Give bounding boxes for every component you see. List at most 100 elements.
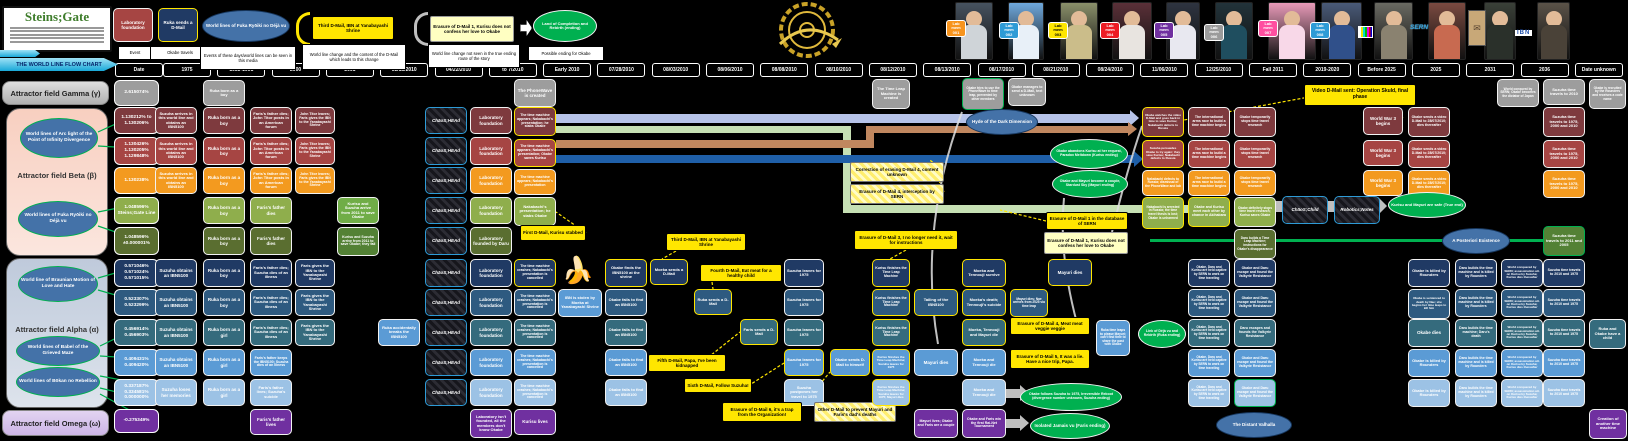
event-node: The international arms race to build a t… (1188, 140, 1230, 168)
event-node: Ruka born as a boy (203, 80, 245, 106)
event-node: Laboratory isn't founded, all the member… (470, 409, 512, 438)
event-node: Mayuri dies; Nae arrives from 2025 via t… (1010, 289, 1048, 317)
ending-ellipse: Okabe follows Suzuha to 1975, Irreversib… (1020, 383, 1122, 411)
event-node: Faris's father lives (250, 409, 292, 435)
column-header: 08/17/2010 (977, 63, 1026, 77)
legend-event-caption: Event (118, 46, 152, 60)
event-node: Suzuha obtains an IBN5100 (155, 349, 197, 376)
world-line-ellipse-braunian: World line of Braunian Motion of Love an… (18, 266, 98, 302)
event-node: Laboratory foundation (470, 349, 512, 376)
event-node: World conquered by SERN; assassination a… (1501, 319, 1543, 347)
game-title-node: ChäoS;HEAd (425, 107, 467, 134)
event-node: Okabe watches the video D-Mail and goes … (1142, 107, 1184, 137)
event-node: Okabe and Daru escape and found the Valk… (1234, 379, 1276, 407)
event-node: Okabe and Faris win the first Rai-Net To… (962, 409, 1006, 438)
legend-event-box: Laboratory foundation (113, 8, 153, 42)
event-node: Suzuha time travels to 2010 (1543, 79, 1585, 105)
event-node: Okabe is recruited by the Rounders and r… (1589, 79, 1626, 109)
event-node: Suzuha leaves for 1975 (784, 319, 824, 346)
event-node: Suzuha obtains an IBN5100 (155, 259, 197, 287)
portrait-body (1221, 25, 1247, 59)
event-node: Moeka's death; Tennouji's suicide (962, 289, 1006, 316)
ending-ellipse: Okabe and Mayuri become a couple, Stardu… (1052, 170, 1128, 198)
portrait-head (1175, 11, 1191, 27)
divergence-value: 0.523307% 0.523299% (114, 289, 159, 316)
dmail-callout: Erasure of D-Mail 5, It was a lie. Have … (1010, 349, 1090, 369)
banana-image: 🍌 (561, 255, 595, 286)
event-node: Faris's father dies (250, 227, 292, 255)
column-header: 08/03/2010 (651, 63, 700, 77)
portrait-body (1119, 25, 1145, 59)
event-node: Suzuha obtains an IBN5100 (155, 319, 197, 346)
column-header: 08/24/2010 (1086, 63, 1135, 77)
event-node: Kurisu lives (514, 409, 556, 435)
portrait-body (1487, 25, 1513, 59)
column-header: 12/25/2010 (1194, 63, 1243, 77)
event-node: Okabe temporarily stops time travel rese… (1234, 107, 1276, 137)
legend-ending-ellipse: Land of Completion and Rebirth (ending) (533, 10, 597, 42)
dmail-callout: Erasure of D-Mail 3, I no longer need it… (854, 230, 958, 250)
event-node: Moeka and Tennouji die (962, 349, 1006, 376)
logo-title-text: Steins;Gate (24, 9, 90, 24)
column-header: Before 2025 (1357, 63, 1406, 77)
event-node: Daru builds the time machine and is kill… (1455, 289, 1497, 317)
ibn-logo-icon: IBN (1515, 30, 1533, 36)
event-node: Okabe sends a video D-Mail to 28/07/2010… (1408, 140, 1450, 168)
logo-fine-print (10, 26, 104, 29)
event-node: The international arms race to build a t… (1188, 170, 1230, 196)
event-node: Laboratory foundation (470, 107, 512, 134)
event-node: Okabe temporarily stops time travel rese… (1234, 170, 1276, 196)
legend-change-alt-caption: World line change not seen in the true e… (428, 44, 520, 68)
ending-ellipse: Link of Déjà vu and Rebirth (Ruka ending… (1138, 320, 1186, 348)
band-arrowhead (1130, 110, 1139, 126)
world-line-ellipse-dejavu: World lines of Fuka Ryōiki no Déjà vu (18, 201, 98, 237)
event-node: Nakabachi's presentation; he stabs Okabe (514, 197, 556, 226)
portrait-head (966, 11, 982, 27)
game-title-node: ChäoS;HEAd (425, 349, 467, 376)
field-beta-label: Attractor field Beta (β) (17, 171, 97, 180)
event-node: Ruka and Okabe have a child (1589, 319, 1626, 349)
event-node: The time machine appears; Nakabachi's pr… (514, 169, 556, 195)
portrait-head (1124, 11, 1140, 27)
divergence-value: 0.337187% 0.334581% 0.000000% (114, 379, 159, 406)
world-line-band (556, 126, 848, 133)
event-node: Faris's father dies (250, 197, 292, 224)
portrait-body (1540, 25, 1567, 59)
event-node: Faris gives the IBN to the Yanabayashi S… (295, 319, 335, 346)
event-node: Faris's father dies; Suzuha dies of an i… (250, 319, 292, 346)
column-header: 08/08/2010 (760, 63, 809, 77)
dmail-callout: Erasure of D-Mail 4, interception by SER… (850, 184, 944, 204)
event-node: Ruka born as a boy (203, 167, 245, 194)
divergence-value: 2.615074% (114, 80, 159, 106)
event-node: Kurisu finishes the Time Leap Machine (872, 319, 910, 346)
divergence-value: 1.130212% to 1.130206% (114, 107, 159, 134)
world-line-band (843, 205, 1223, 213)
band-arrowhead (1128, 122, 1137, 136)
event-node: Ruka born as a girl (203, 349, 245, 376)
event-node: The international arms race to build a t… (1188, 107, 1230, 137)
game-title-node: ChäoS;HEAd (425, 227, 467, 255)
event-node: Okabe and Daru escape and found the Valk… (1234, 259, 1276, 287)
event-node: Okabe, Daru and Kurisu are held captive … (1188, 319, 1230, 347)
game-title-node: ChäoS;HEAd (425, 259, 467, 287)
portrait-nae (1428, 2, 1466, 60)
event-node: Suzuha arrives in this world line and ob… (155, 107, 197, 134)
game-title-node: ChäoS;Child (1282, 196, 1328, 224)
column-header: 2031 (1466, 63, 1515, 77)
world-line-band (556, 114, 1130, 123)
event-node: Faris's father dies; Suzuha dies of an i… (250, 259, 292, 287)
event-node: Suzuha postpones her travel to 1975 (784, 379, 824, 406)
event-node: Okabe temporarily stops time travel rese… (1234, 140, 1276, 168)
event-node: Faris gives the IBN to the Yanabayashi S… (295, 289, 335, 316)
event-node: Suzuha loses her memories (155, 379, 197, 406)
portrait-body (1380, 25, 1407, 59)
dmail-callout: Third D-Mail, IBN at Yanabayashi Shrine (666, 233, 746, 251)
media-ellipse: Hyde of the Dark Dimension (966, 109, 1038, 135)
event-node: Laboratory foundation (470, 167, 512, 194)
event-node: Laboratory foundation (470, 259, 512, 287)
portrait-head (1333, 11, 1350, 27)
divergence-value: 1.048596% ±0.000001% (114, 227, 159, 255)
legend-change-alt-box: Erasure of D-Mail 1, Kurisu does not con… (430, 16, 514, 42)
event-node: John Titor leaves; Faris gives the IBN t… (295, 107, 335, 134)
